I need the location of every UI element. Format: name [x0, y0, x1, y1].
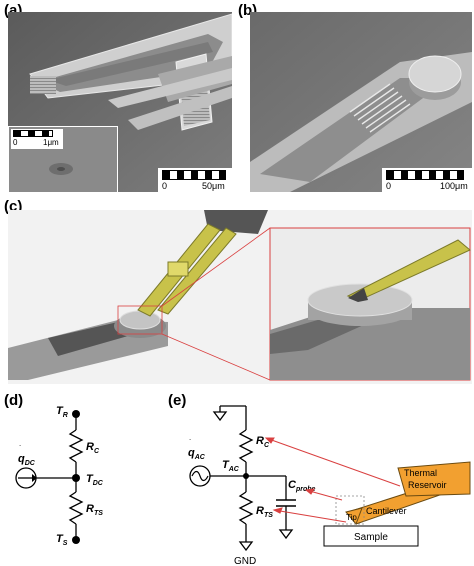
panel-e-label: (e) — [168, 392, 187, 409]
resistor-r-c-e — [238, 429, 254, 463]
label-q-ac-dot: ˙ — [189, 438, 192, 448]
label-q-dc: qDC — [18, 453, 36, 467]
render-image-c — [8, 210, 472, 384]
thermal-circuit-e: qAC ˙ TAC RC Cprobe RTS GND Thermal Rese… — [188, 405, 471, 566]
ground-icon-cap — [278, 529, 294, 540]
label-t-s: TS — [56, 533, 68, 547]
resistor-r-ts-e — [238, 491, 254, 525]
label-t-r: TR — [56, 405, 68, 419]
label-r-c-e: RC — [256, 435, 270, 449]
label-thermal-reservoir-1: Thermal — [404, 468, 437, 478]
label-t-dc: TDC — [86, 473, 104, 487]
scale-b-start: 0 — [386, 181, 392, 191]
label-r-ts: RTS — [86, 503, 103, 517]
thermal-reservoir-block — [397, 461, 471, 497]
label-tip: Tip — [346, 513, 357, 522]
label-gnd: GND — [234, 556, 256, 566]
label-sample: Sample — [354, 532, 388, 543]
ground-icon-bottom — [238, 541, 254, 552]
inset-scalebar — [13, 130, 53, 137]
tip-block — [345, 507, 363, 525]
label-thermal-reservoir-2: Reservoir — [408, 480, 447, 490]
arrow-to-r-c — [265, 437, 401, 487]
label-t-ac: TAC — [222, 459, 240, 473]
render-image-c-art — [8, 210, 472, 384]
sem-image-b-art — [250, 12, 472, 192]
node-t-s — [72, 536, 80, 544]
label-r-c: RC — [86, 441, 100, 455]
scalebar-a — [162, 170, 226, 180]
scale-a-end: 50μm — [202, 181, 225, 191]
inset-scale-start: 0 — [13, 138, 18, 147]
sem-image-b: 0 100μm — [250, 12, 472, 192]
tip-highlight-box — [335, 495, 365, 525]
sem-inset-a: 0 1μm — [8, 126, 118, 192]
label-cantilever: Cantilever — [366, 506, 407, 516]
scalebar-b — [386, 170, 464, 180]
resistor-r-ts — [68, 491, 84, 525]
inset-scale-end: 1μm — [43, 138, 59, 147]
arrow-to-r-ts — [273, 509, 347, 523]
sem-image-a-art — [8, 12, 232, 192]
thermal-circuit-d: TR RC qDC ˙ TDC RTS TS — [15, 405, 104, 547]
label-q-dc-dot: ˙ — [19, 444, 22, 454]
sample-block — [323, 525, 419, 547]
scale-a-start: 0 — [162, 181, 168, 191]
sem-image-a: 0 1μm 0 50μm — [8, 12, 232, 192]
label-r-ts-e: RTS — [256, 505, 273, 519]
resistor-r-c — [68, 429, 84, 463]
ground-icon-top — [212, 411, 228, 422]
label-c-probe: Cprobe — [288, 479, 316, 493]
scale-b-end: 100μm — [440, 181, 468, 191]
panel-d-label: (d) — [4, 392, 24, 409]
label-q-ac: qAC — [188, 447, 206, 461]
